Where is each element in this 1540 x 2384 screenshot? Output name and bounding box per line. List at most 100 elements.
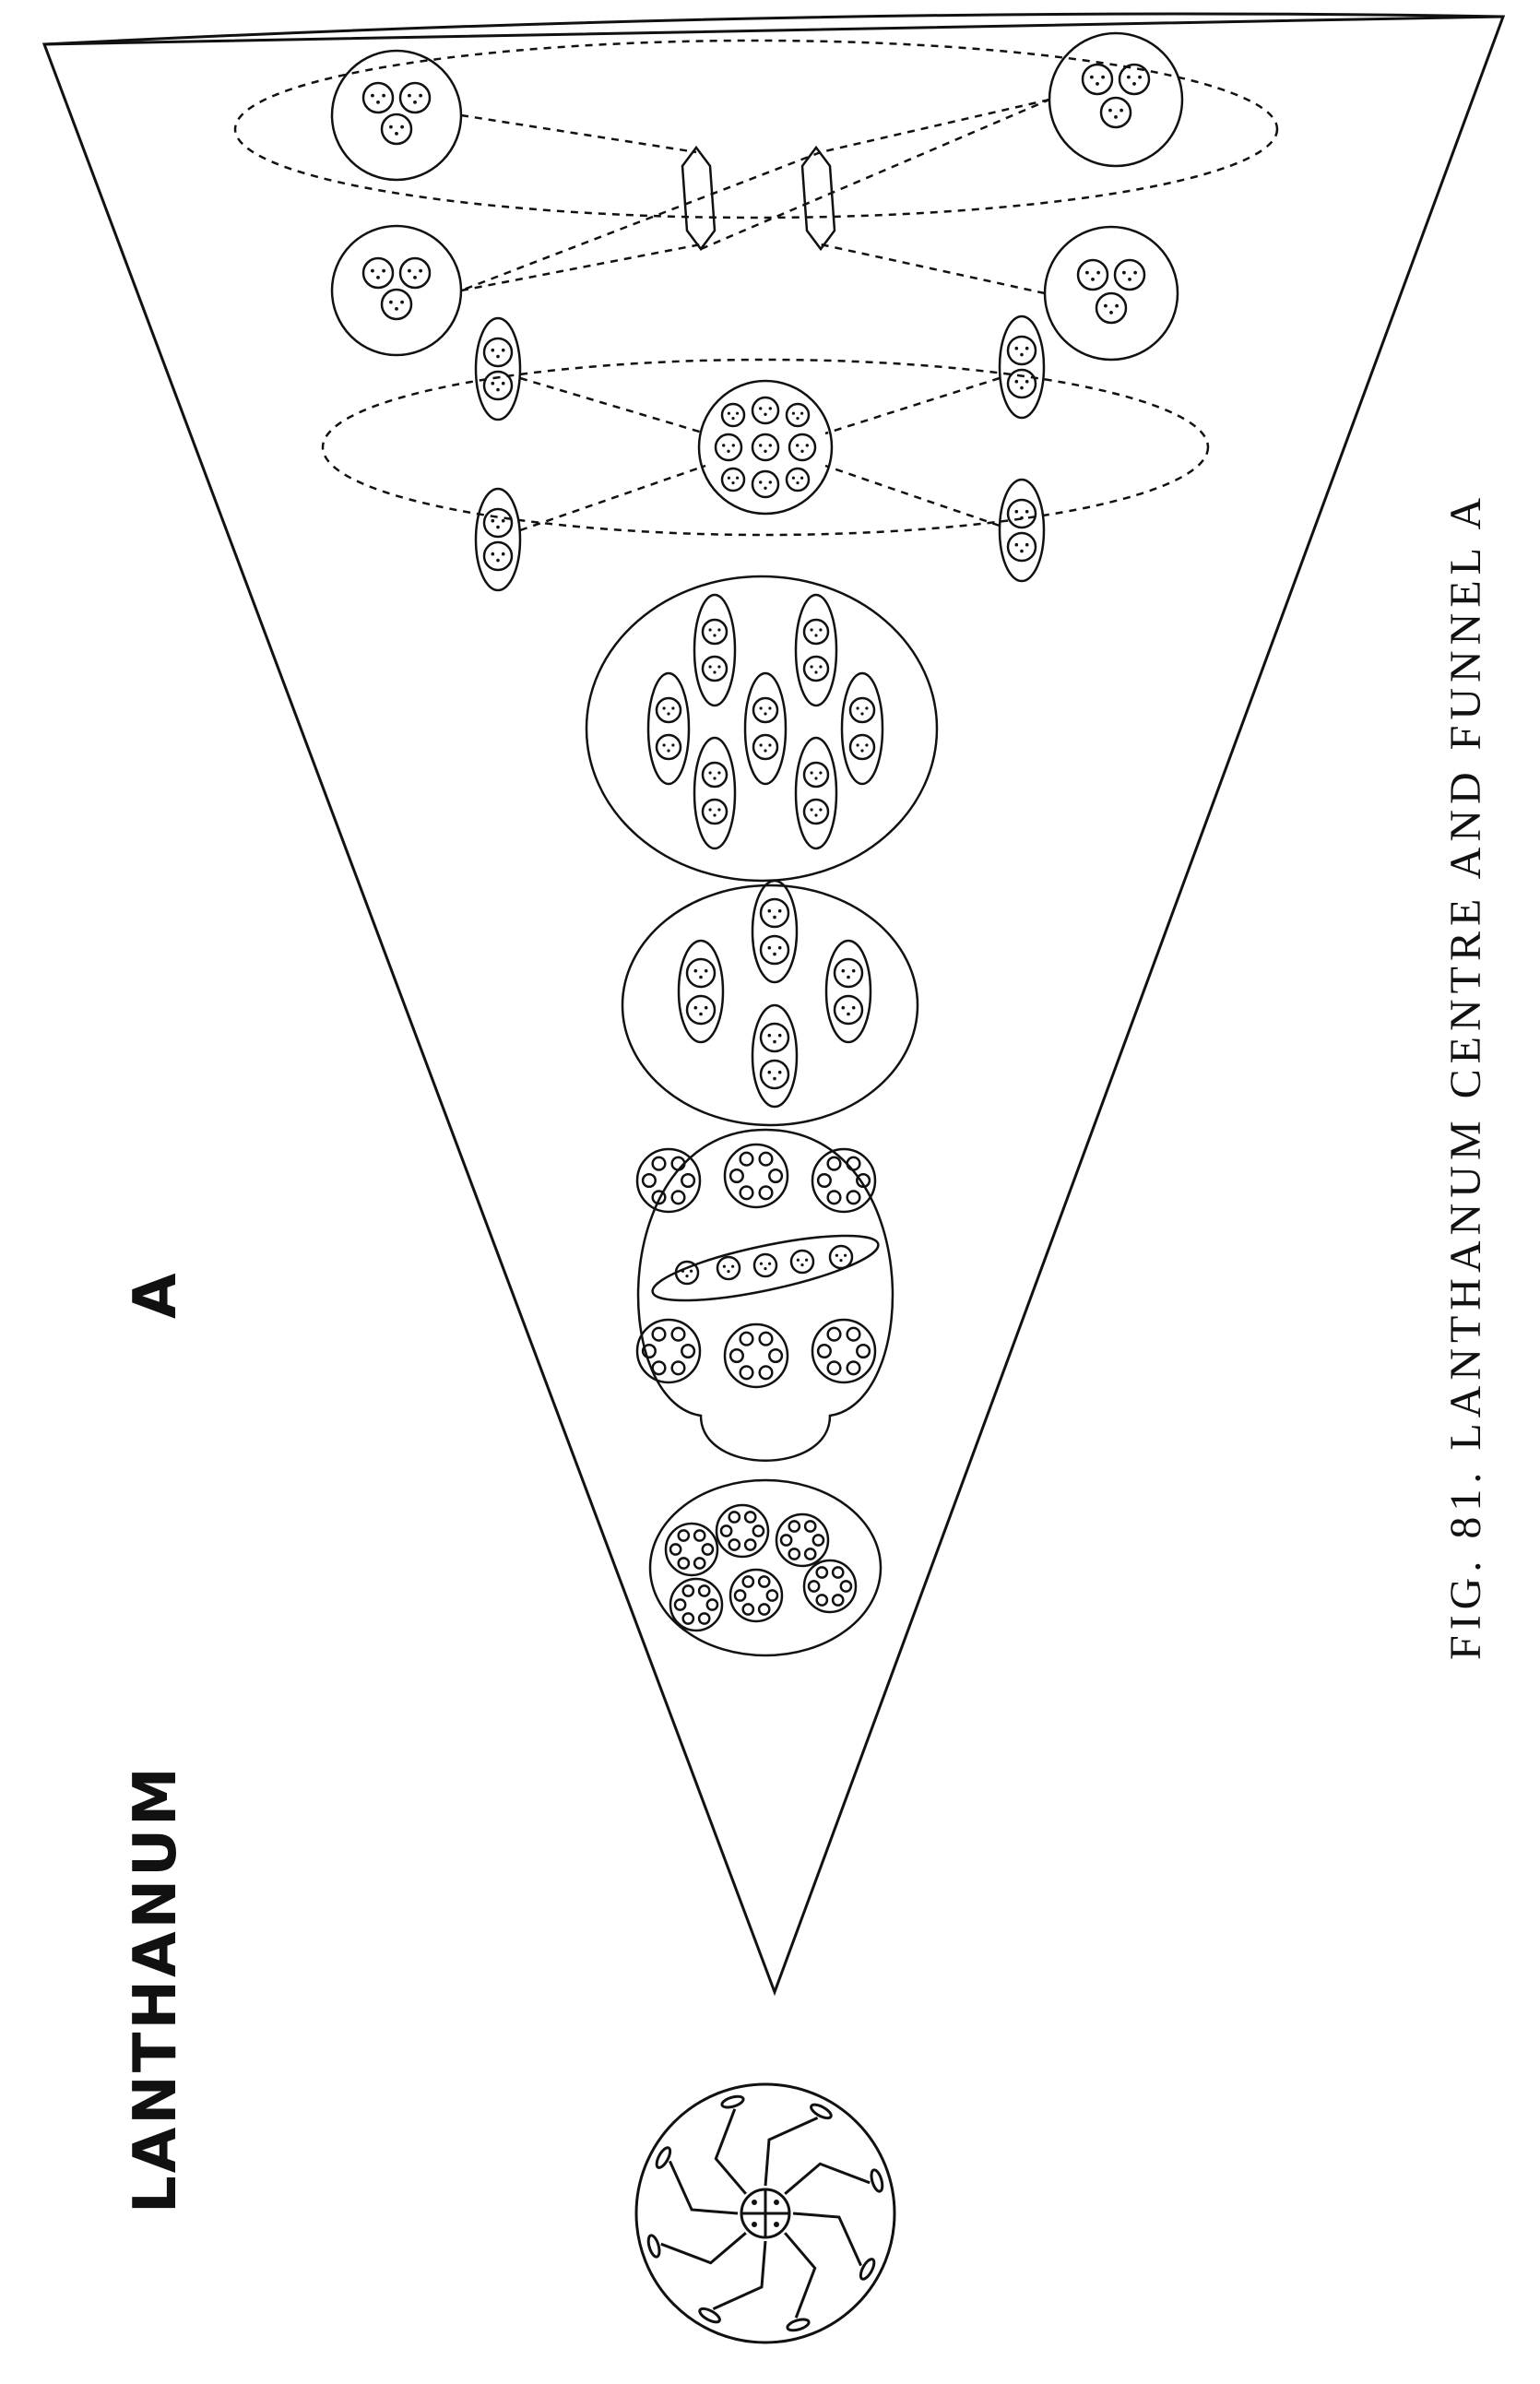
atom-dot (1119, 108, 1123, 113)
atom-dot (1014, 379, 1019, 384)
atom-dot (501, 381, 505, 385)
atom-dot (722, 444, 726, 447)
atom-dot (856, 706, 859, 710)
ring-atom (757, 1603, 771, 1616)
atom-dot (764, 712, 767, 716)
atom-dot (731, 1264, 735, 1268)
funnel-letter-label: A (122, 1273, 190, 1319)
atom-dot (717, 628, 721, 632)
atom-dot (376, 276, 380, 279)
ring-atom (768, 1168, 784, 1184)
atom-dot (759, 444, 763, 447)
atom-dot (708, 665, 712, 669)
ring-atom (728, 1511, 741, 1524)
atom-dot (704, 1005, 708, 1010)
ring-atom (803, 1520, 817, 1533)
ring-atom (641, 1172, 657, 1189)
ring-atom (839, 1580, 853, 1593)
atom-dot (1020, 516, 1024, 520)
core-dot (774, 2200, 779, 2205)
atom-dot (1132, 82, 1136, 86)
atom-dot (800, 449, 804, 453)
atom-dot (768, 444, 772, 447)
figure-caption: FIG. 81. LANTHANUM CENTRE AND FUNNEL A (1441, 492, 1490, 1660)
atom-dot (376, 101, 380, 104)
ring-atom (739, 1151, 754, 1167)
atom-dot (764, 412, 767, 416)
atom-dot (1104, 303, 1108, 308)
atom-dot (693, 1005, 698, 1010)
ring-atom (670, 1190, 686, 1205)
atom-dot (777, 945, 782, 950)
atom-dot (371, 93, 374, 98)
atom-dot (699, 975, 703, 979)
atom-dot (764, 1267, 767, 1271)
ring-atom (807, 1580, 821, 1593)
atom-dot (819, 808, 823, 812)
atom-dot (860, 712, 864, 716)
atom-dot (814, 634, 818, 637)
rim-body (720, 2094, 745, 2109)
ring-atom (846, 1190, 861, 1205)
atom-dot (400, 300, 404, 304)
ring-atom (856, 1172, 871, 1189)
atom-dot (844, 1253, 847, 1257)
atom-dot (667, 749, 670, 753)
atom-dot (767, 1070, 772, 1074)
atom-dot (1014, 346, 1019, 350)
atom-dot (1025, 379, 1029, 384)
atom-dot (491, 518, 495, 523)
spiral-arm (660, 2232, 747, 2265)
atom-dot (395, 132, 398, 136)
atom-dot (764, 449, 767, 453)
ring-atom (681, 1343, 696, 1359)
atom-dot (865, 706, 869, 710)
ring-atom (758, 1151, 774, 1167)
atom-dot (847, 975, 850, 979)
atom-dot (764, 749, 767, 753)
atom-dot (496, 525, 500, 529)
atom-dot (796, 1258, 800, 1262)
ring-atom (768, 1347, 784, 1364)
funnel-a-outline (41, 12, 1506, 1997)
atom-dot (708, 771, 712, 775)
atom-dot (671, 706, 675, 710)
spiral-arm (669, 2160, 739, 2215)
ring-atom (670, 1156, 686, 1171)
triad-sphere (1048, 31, 1184, 168)
atom-dot (727, 1270, 730, 1274)
central-cross-sphere (697, 379, 834, 516)
atom-dot (681, 1269, 685, 1273)
atom-dot (699, 1012, 703, 1016)
atom-dot (708, 628, 712, 632)
atom-dot (717, 665, 721, 669)
atom-dot (413, 101, 417, 104)
atom-dot (810, 771, 813, 775)
atom-dot (667, 712, 670, 716)
atom-dot (819, 771, 823, 775)
atom-dot (1025, 542, 1029, 547)
ring-atom (815, 1566, 829, 1579)
spike-body (681, 145, 836, 252)
medium-oval-segment (621, 879, 919, 1127)
atom-dot (767, 945, 772, 950)
triad-sphere (330, 224, 463, 357)
atom-dot (759, 480, 763, 484)
ring-atom (728, 1538, 741, 1551)
atom-dot (1128, 278, 1131, 281)
atom-dot (1014, 509, 1019, 514)
atom-dot (1025, 509, 1029, 514)
ring-atom (741, 1603, 755, 1616)
ring-atom (752, 1524, 765, 1537)
atom-dot (496, 354, 500, 359)
atom-dot (371, 268, 374, 273)
ring-atom (758, 1331, 774, 1346)
spiral-arm (784, 2162, 871, 2195)
element-label: LANTHANUM (122, 1764, 190, 2213)
atom-dot (777, 1070, 782, 1074)
atom-dot (693, 968, 698, 973)
atom-dot (722, 1264, 727, 1268)
core-dot (774, 2222, 779, 2227)
ring-atom (697, 1584, 711, 1597)
atom-dot (768, 407, 772, 410)
